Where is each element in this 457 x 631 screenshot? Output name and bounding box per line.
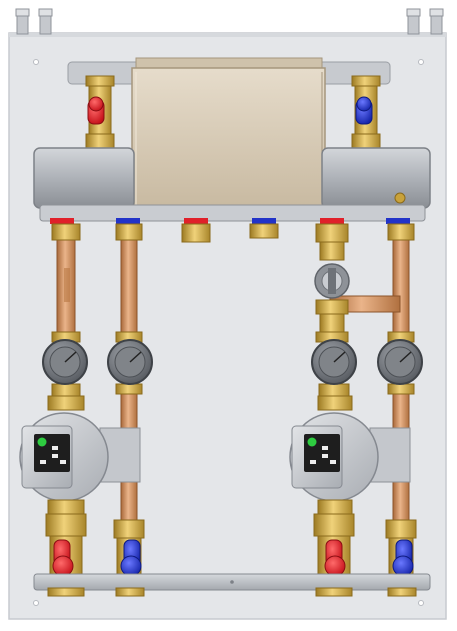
circulation-pump-right — [289, 395, 411, 517]
bottom-ball-valve-3 — [313, 513, 355, 577]
mixing-valve — [314, 223, 350, 343]
pipe-fittings — [51, 223, 415, 397]
thermometer-1 — [42, 339, 88, 385]
bottom-ball-valve-4 — [385, 519, 417, 577]
top-left-connectors — [15, 8, 53, 35]
bottom-ball-valve-1 — [45, 513, 87, 577]
manifold-ports — [50, 218, 410, 243]
thermometer-4 — [377, 339, 423, 385]
hydraulic-separator-box — [131, 57, 326, 219]
circulation-pump-left — [19, 395, 141, 517]
distribution-manifold — [33, 147, 431, 222]
return-ball-valve-top — [351, 75, 381, 149]
top-right-connectors — [406, 8, 444, 35]
bottom-ball-valve-2 — [113, 519, 145, 577]
supply-ball-valve-top — [85, 75, 115, 149]
bottom-rail — [33, 573, 431, 597]
thermometer-3 — [311, 339, 357, 385]
thermometer-2 — [107, 339, 153, 385]
